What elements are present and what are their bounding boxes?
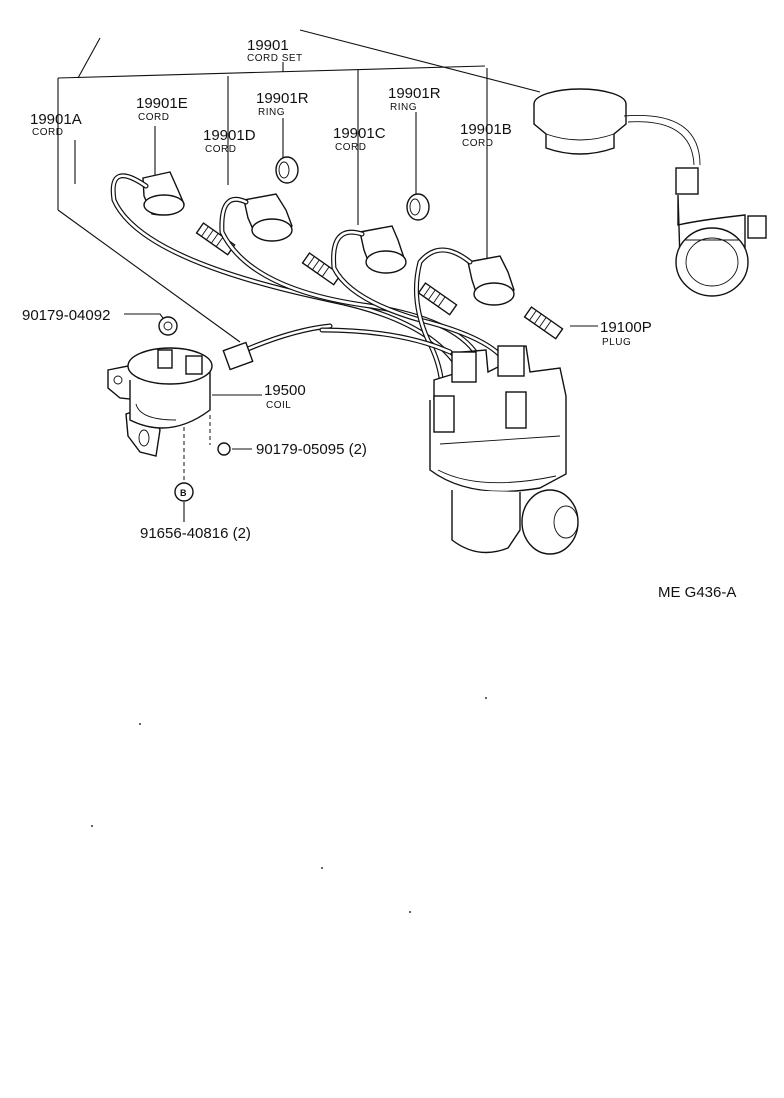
cord-c-part: 19901C <box>333 125 386 142</box>
plug-part: 19100P <box>600 319 652 336</box>
ring-1-part: 19901R <box>256 90 309 107</box>
spark-plugs <box>195 222 564 340</box>
ignition-coil <box>107 316 231 502</box>
bolt-part: 90179-05095 (2) <box>256 441 367 458</box>
rings <box>275 156 430 221</box>
coil-name: COIL <box>266 400 291 411</box>
distributor <box>429 345 579 555</box>
cord-b-part: 19901B <box>460 121 512 138</box>
callouts: 19901 CORD SET 19901A CORD 19901E CORD 1… <box>22 37 736 601</box>
cap-assembly <box>533 88 767 297</box>
ht-cords <box>110 173 513 403</box>
cord-c-name: CORD <box>335 142 366 153</box>
cord-set-name: CORD SET <box>247 53 303 64</box>
ring-2-part: 19901R <box>388 85 441 102</box>
ring-2-name: RING <box>390 102 417 113</box>
cord-a-part: 19901A <box>30 111 82 128</box>
cord-e-name: CORD <box>138 112 169 123</box>
cord-a-name: CORD <box>32 127 63 138</box>
diagram-code: ME G436-A <box>658 584 736 601</box>
ring-1-name: RING <box>258 107 285 118</box>
marker-b: B <box>180 488 187 498</box>
coil-part: 19500 <box>264 382 306 399</box>
screw-part: 91656-40816 (2) <box>140 525 251 542</box>
cord-d-name: CORD <box>205 144 236 155</box>
scan-specks <box>91 697 487 913</box>
nut-part: 90179-04092 <box>22 307 110 324</box>
cord-set-part: 19901 <box>247 37 289 54</box>
cord-d-part: 19901D <box>203 127 256 144</box>
cord-e-part: 19901E <box>136 95 188 112</box>
plug-name: PLUG <box>602 337 631 348</box>
cord-caps <box>142 171 515 306</box>
cord-b-name: CORD <box>462 138 493 149</box>
leader-lines <box>57 29 598 522</box>
